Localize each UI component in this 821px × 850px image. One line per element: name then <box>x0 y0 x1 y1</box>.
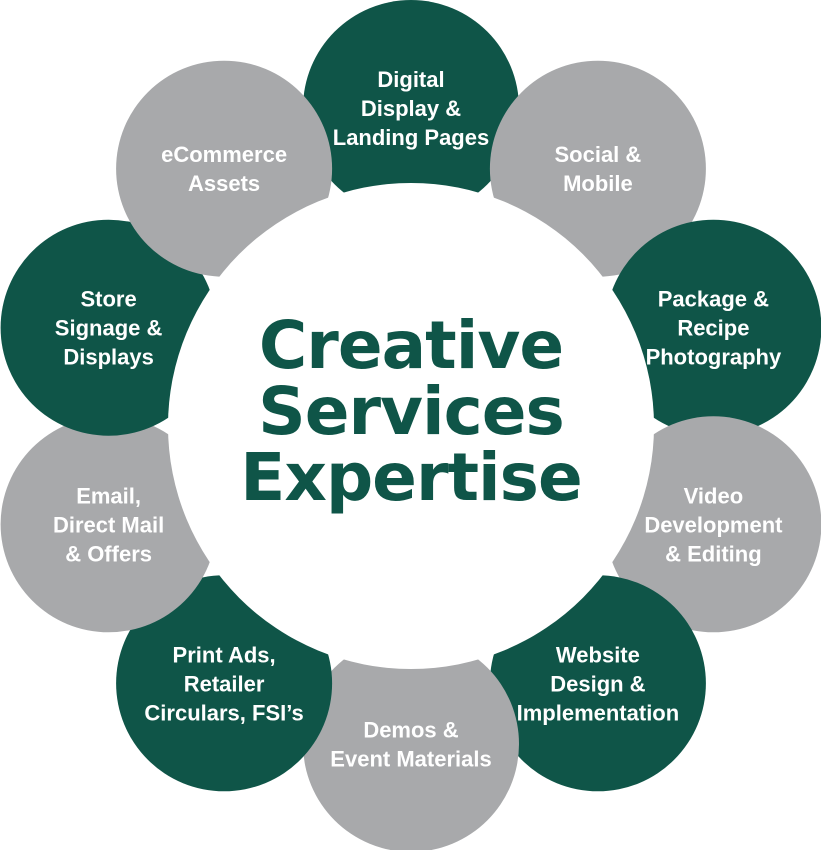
petal-label-line: Direct Mail <box>53 512 164 537</box>
petal-label-line: Store <box>80 287 136 312</box>
petal-label-line: Signage & <box>55 316 163 341</box>
petal-label-line: Social & <box>554 142 641 167</box>
petal-label-line: Landing Pages <box>333 125 489 150</box>
petal-label-line: Photography <box>646 345 782 370</box>
petal-label-line: Assets <box>188 171 260 196</box>
petal-label-email-direct-mail-offers: Email, Direct Mail & Offers <box>53 483 164 566</box>
petal-label-line: Email, <box>76 483 141 508</box>
petal-label-line: Digital <box>377 67 444 92</box>
petal-label-line: Mobile <box>563 171 633 196</box>
petal-package-recipe-photography <box>605 219 821 436</box>
petal-digital-display-landing-pages <box>303 0 519 216</box>
petal-label-line: Displays <box>63 345 154 370</box>
center-title-line-2: Services <box>258 373 564 450</box>
petal-label-line: Website <box>556 642 640 667</box>
petal-label-demos-event-materials: Demos & Event Materials <box>330 718 491 772</box>
petal-label-line: Package & <box>658 287 769 312</box>
petal-label-line: Video <box>684 483 744 508</box>
petal-store-signage-displays <box>0 219 217 436</box>
petal-label-line: Print Ads, <box>173 642 276 667</box>
petal-label-line: Demos & <box>363 718 458 743</box>
petal-label-social-mobile: Social & Mobile <box>554 142 641 196</box>
petal-video-development-editing <box>605 416 821 633</box>
petal-demos-event-materials <box>303 636 519 850</box>
petal-label-line: Implementation <box>517 700 680 725</box>
center-circle <box>168 183 654 669</box>
center-title: Creative Services Expertise <box>240 307 582 516</box>
petal-label-line: eCommerce <box>161 142 287 167</box>
petal-label-line: Event Materials <box>330 747 491 772</box>
petal-label-line: & Editing <box>665 541 762 566</box>
petal-label-line: Design & <box>550 671 645 696</box>
petal-label-line: Circulars, FSI’s <box>144 700 303 725</box>
petal-label-line: Development <box>644 512 783 537</box>
petal-email-direct-mail-offers <box>0 416 217 633</box>
petal-label-line: & Offers <box>65 541 152 566</box>
center-title-line-3: Expertise <box>240 439 581 516</box>
petal-label-line: Display & <box>361 96 461 121</box>
petal-label-line: Recipe <box>677 316 749 341</box>
center-title-line-1: Creative <box>259 307 563 384</box>
petal-label-line: Retailer <box>184 671 265 696</box>
